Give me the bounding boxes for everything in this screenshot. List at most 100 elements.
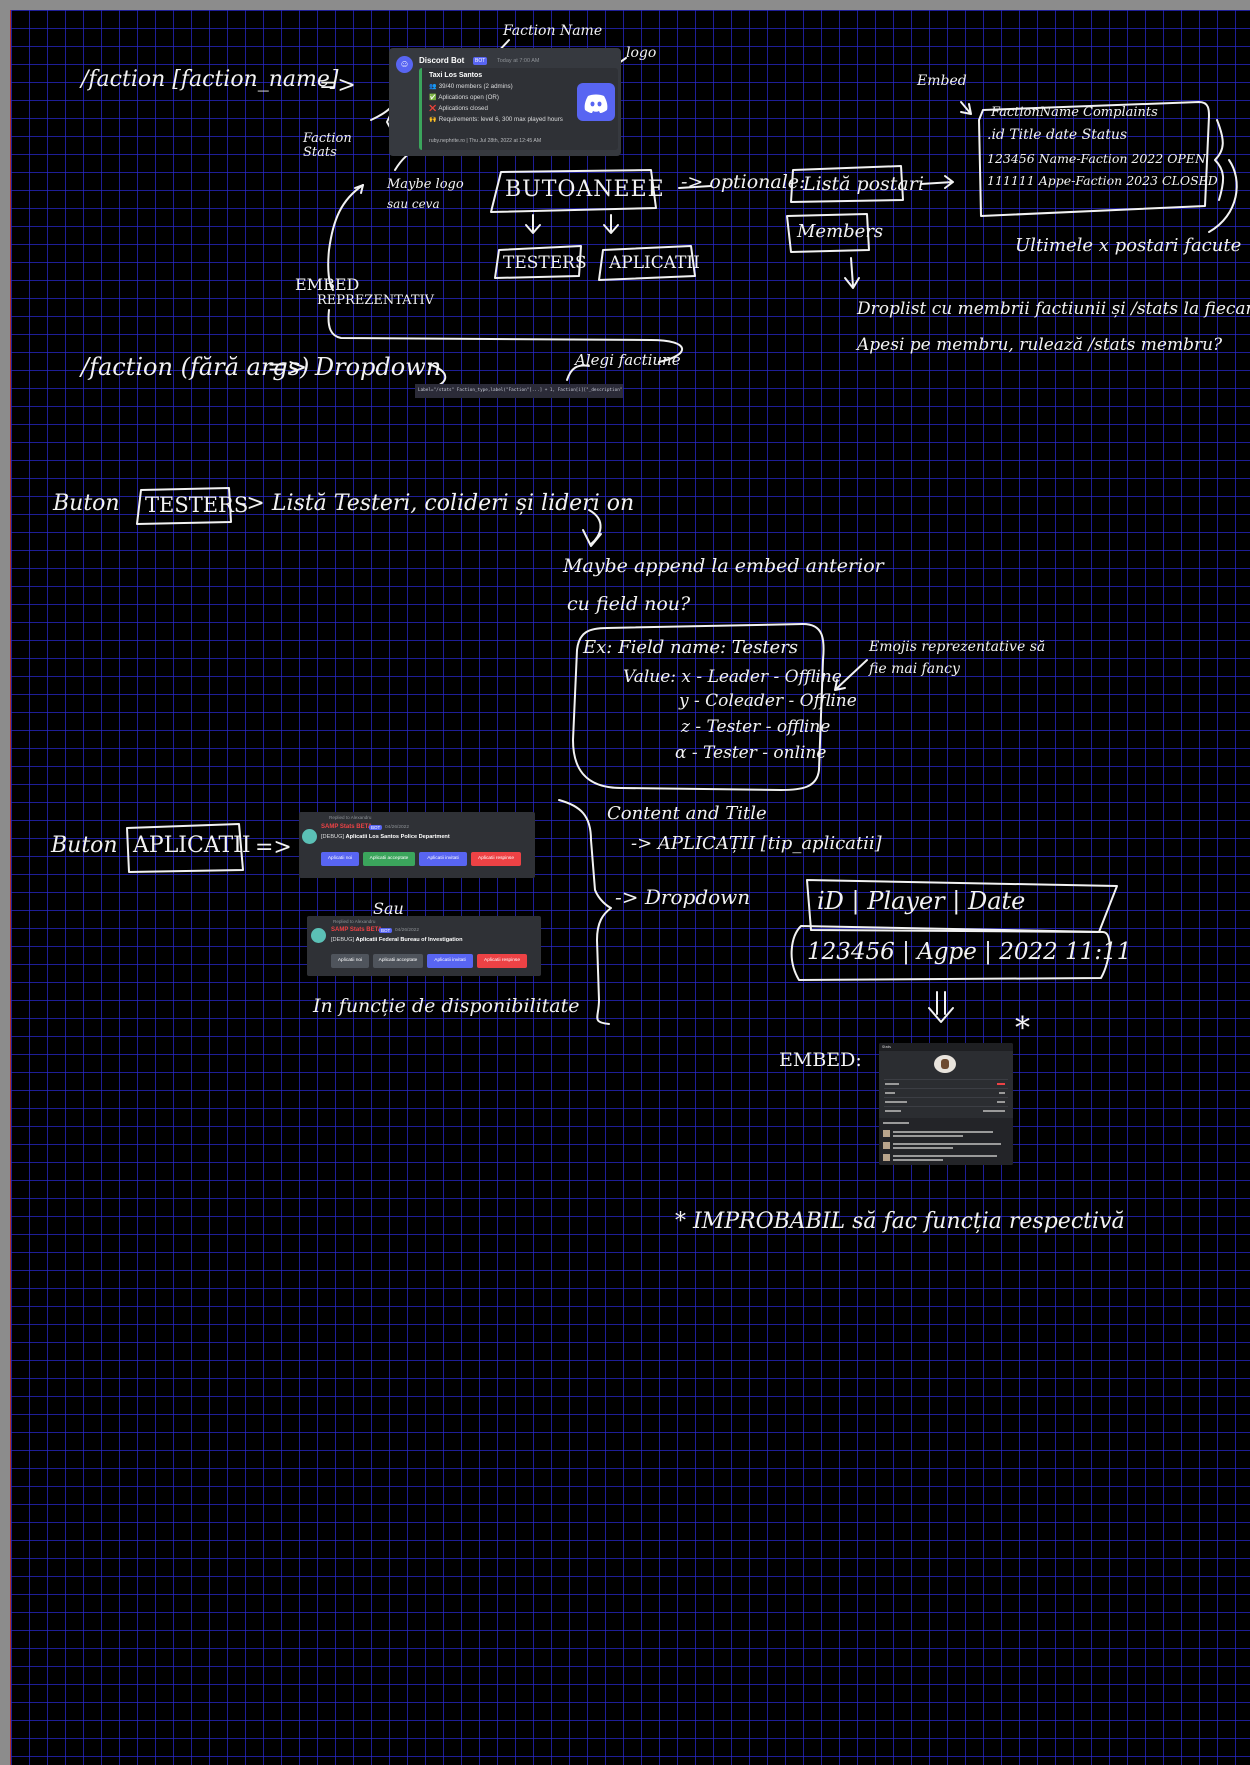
testers-btn-label: TESTERS	[145, 493, 249, 517]
message-author: SAMP Stats BETA	[331, 927, 383, 933]
buton-testers-word: Buton	[53, 491, 120, 516]
code-snippet: Label="/stats" Faction_type,label("Facti…	[415, 384, 623, 398]
bot-tag: BOT	[369, 825, 383, 830]
droplist-label-1: Droplist cu membrii factiunii și /stats …	[857, 299, 1250, 319]
embed-title: Taxi Los Santos	[429, 72, 483, 79]
dropdown-arrow-label: => Dropdown	[267, 353, 442, 381]
complaints-line: 111111 Appe-Faction 2023 CLOSED	[987, 173, 1218, 188]
aplicatii-noi-button[interactable]: Aplicatii noi	[331, 954, 369, 968]
maybe-append-2: cu field nou?	[567, 593, 691, 615]
brace-content	[558, 799, 612, 1025]
faction-logo-icon	[934, 1055, 956, 1073]
reply-line: Replied to Alexandru	[333, 919, 376, 924]
embed-line: 👥 39/40 members (2 admins)	[429, 83, 513, 90]
check-icon: ✅	[429, 95, 437, 101]
content-title-label: Content and Title	[607, 803, 767, 824]
improbabil-label: * IMPROBABIL să fac funcția respectivă	[675, 1209, 1125, 1234]
aplicatii-invitati-button[interactable]: Aplicatii invitati	[419, 852, 467, 866]
value-line: Value: x - Leader - Offline	[623, 667, 842, 687]
value-line: α - Tester - online	[675, 743, 827, 763]
aplicatii-message-fbi: Replied to Alexandru SAMP Stats BETA BOT…	[307, 916, 541, 976]
in-functie-label: In funcție de disponibilitate	[313, 995, 580, 1017]
message-date: 04/26/2022	[385, 825, 410, 830]
aplicatii-noi-button[interactable]: Aplicatii noi	[321, 852, 359, 866]
box-lista-postari	[790, 165, 904, 203]
bot-avatar	[302, 829, 317, 844]
box-butoane	[490, 169, 657, 213]
bot-name: Discord Bot	[419, 56, 465, 65]
embed-line: ✅ Aplications open (OR)	[429, 94, 499, 101]
faction-name-label: Faction Name	[503, 23, 603, 39]
box-testers-btn	[136, 487, 232, 525]
complaints-line: FactionName Complaints	[991, 105, 1158, 120]
stats-embed-header: Stats	[879, 1043, 1013, 1051]
cmd-no-args-label: /faction (fără args)	[81, 353, 310, 381]
ink-strokes	[126, 39, 1238, 1025]
embed-repr-1: EMBED	[295, 275, 360, 294]
butoane-label: BUTOANEEE	[505, 177, 665, 202]
sau-ceva-label: sau ceva	[387, 197, 440, 211]
box-aplicatii-btn	[126, 823, 244, 873]
value-line: y - Coleader - Offline	[679, 691, 857, 711]
aplicatii-respinse-button[interactable]: Aplicatii respinse	[471, 852, 521, 866]
aplicatii-acceptate-button[interactable]: Aplicatii acceptate	[373, 954, 423, 968]
members-icon: 👥	[429, 84, 437, 90]
lista-testeri-label: -> Listă Testeri, colideri și lideri on	[239, 491, 635, 516]
embed-footer: ruby.nephrite.ro | Thu Jul 28th, 2022 at…	[429, 138, 542, 144]
embed-repr-2: REPREZENTATIV	[317, 293, 435, 308]
embed-line: 🙌 Requirements: level 6, 300 max played …	[429, 116, 563, 123]
embed-label: Embed	[917, 73, 967, 89]
arrow-embed-repr	[327, 184, 364, 291]
maybe-append-1: Maybe append la embed anterior	[563, 555, 884, 577]
dropdown-header-label: iD | Player | Date	[817, 887, 1026, 915]
aplicatii-btn-label: APLICATII	[133, 833, 251, 858]
whiteboard: /faction [faction_name] => Faction Name …	[10, 10, 1250, 1765]
aplicatii-message-lspd: Replied to Alexandru SAMP Stats BETA BOT…	[299, 812, 535, 878]
stats-embed-preview: Stats	[879, 1043, 1013, 1165]
aplicatii-acceptate-button[interactable]: Aplicatii acceptate	[363, 852, 415, 866]
value-line: z - Tester - offline	[681, 717, 831, 737]
arrow-b-label: =>	[255, 835, 292, 860]
embed-line: ❌ Aplications closed	[429, 105, 488, 112]
box-testers	[494, 245, 582, 279]
testers-label: TESTERS	[503, 253, 587, 273]
box-aplicatii	[598, 245, 696, 281]
hands-icon: 🙌	[429, 117, 437, 123]
optionale-label: -> optionale:	[681, 171, 806, 193]
aplicatii-respinse-button[interactable]: Aplicatii respinse	[477, 954, 527, 968]
box-example-field	[572, 623, 825, 791]
ex-field-label: Ex: Field name: Testers	[583, 637, 799, 658]
sau-label: Sau	[373, 899, 404, 918]
emojis-note-1: Emojis reprezentative să	[869, 639, 1046, 655]
emojis-note-2: fie mai fancy	[869, 661, 960, 677]
dropdown-b-label: -> Dropdown	[615, 885, 751, 909]
box-dropdown-row	[790, 925, 1111, 981]
aplicatii-invitati-button[interactable]: Aplicatii invitati	[427, 954, 473, 968]
discord-embed-preview: ☺ Discord Bot BOT Today at 7:00 AM Taxi …	[389, 48, 621, 156]
embed-card: Taxi Los Santos 👥 39/40 members (2 admin…	[419, 68, 618, 150]
bot-tag: BOT	[379, 928, 393, 933]
logo-label: logo	[626, 45, 657, 61]
content-title-2-label: -> APLICAȚII [tip_aplicatii]	[631, 833, 882, 854]
complaints-line: 123456 Name-Faction 2022 OPEN	[987, 151, 1206, 166]
bot-tag: BOT	[473, 57, 488, 65]
box-members	[786, 213, 870, 253]
discord-logo-icon	[577, 83, 615, 121]
discord-bot-avatar: ☺	[396, 56, 413, 73]
message-content: [DEBUG] Aplicatii Federal Bureau of Inve…	[331, 937, 463, 943]
bot-avatar	[311, 928, 326, 943]
cmd-faction-label: /faction [faction_name]	[81, 67, 339, 92]
aplicatii-label: APLICATII	[609, 253, 700, 273]
dropdown-row-label: 123456 | Agpe | 2022 11:11	[807, 939, 1132, 965]
complaints-line: .id Title date Status	[987, 127, 1128, 143]
alegi-label: Alegi factiune	[575, 351, 681, 369]
asterisk-label: *	[1015, 1011, 1030, 1046]
stats-embed-section	[879, 1118, 1013, 1165]
maybe-logo-label: Maybe logo	[387, 177, 464, 192]
box-complaints	[978, 101, 1210, 217]
faction-stats-label: Faction Stats	[303, 131, 352, 161]
ultimele-label: Ultimele x postari facute	[1015, 235, 1242, 256]
message-time: Today at 7:00 AM	[497, 58, 540, 64]
bracket-embed-repr	[327, 309, 683, 363]
buton-aplicatii-word: Buton	[51, 833, 118, 858]
